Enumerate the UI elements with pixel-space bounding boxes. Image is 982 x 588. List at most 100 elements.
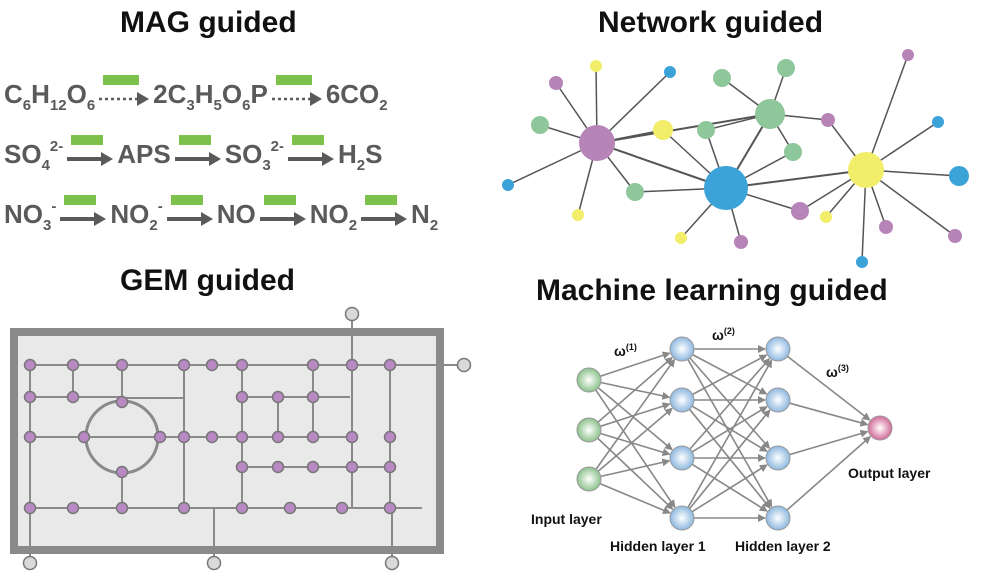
metabolite-node — [235, 460, 249, 474]
network-edge — [799, 169, 867, 212]
metabolite-node — [235, 390, 249, 404]
metabolite-node — [383, 460, 397, 474]
chemical-species: NO — [216, 198, 256, 229]
weight-connection — [599, 482, 671, 514]
network-edge — [596, 142, 636, 193]
network-node — [902, 49, 914, 61]
weight-connection — [691, 463, 768, 512]
weight-connection — [688, 408, 771, 509]
neuron — [765, 336, 791, 362]
network-edge — [596, 71, 671, 144]
exchange-node — [206, 555, 222, 571]
network-node — [856, 256, 868, 268]
weight-label: ω(1) — [614, 342, 637, 359]
metabolite-node — [345, 358, 359, 372]
reaction-arrow — [67, 135, 114, 167]
metabolic-cycle — [84, 399, 160, 475]
metabolite-node — [66, 358, 80, 372]
network-node — [626, 183, 644, 201]
metabolite-node — [177, 501, 191, 515]
weight-connection — [692, 353, 768, 395]
network-node — [590, 60, 602, 72]
chemical-species: C6H12O6 — [4, 78, 96, 114]
weight-connection — [595, 358, 676, 470]
metabolite-node — [345, 460, 359, 474]
weight-connection — [789, 429, 869, 456]
network-edge — [507, 142, 598, 186]
neuron — [669, 336, 695, 362]
network-hub-node — [704, 166, 748, 210]
network-node — [777, 59, 795, 77]
metabolite-node — [205, 358, 219, 372]
enzyme-bar — [64, 195, 97, 205]
metabolite-node — [115, 501, 129, 515]
mag-panel-title: MAG guided — [120, 6, 297, 39]
network-panel-title: Network guided — [598, 6, 824, 39]
enzyme-bar — [365, 195, 398, 205]
layer-label: Output layer — [848, 465, 931, 481]
chemical-species: H2S — [338, 138, 383, 174]
metabolite-node — [115, 465, 129, 479]
exchange-node — [384, 555, 400, 571]
network-hub-node — [755, 99, 785, 129]
network-node — [784, 143, 802, 161]
weight-connection — [691, 406, 768, 453]
network-edge — [725, 151, 794, 189]
neuron — [765, 387, 791, 413]
metabolite-node — [383, 430, 397, 444]
network-node — [791, 202, 809, 220]
network-edge — [827, 119, 867, 171]
metabolite-node — [115, 358, 129, 372]
weight-connection — [600, 432, 671, 457]
weight-connection — [687, 359, 773, 508]
weight-connection — [786, 435, 872, 511]
network-edge — [769, 67, 787, 115]
network-edge — [705, 113, 771, 131]
network-edge — [725, 113, 771, 189]
network-node — [549, 76, 563, 90]
network-edge — [865, 169, 887, 228]
enzyme-bar — [178, 135, 211, 145]
network-node — [821, 113, 835, 127]
metabolite-node — [306, 430, 320, 444]
network-edge — [865, 169, 960, 177]
weight-connection — [597, 356, 673, 423]
network-edge — [555, 82, 598, 144]
network-edge — [596, 129, 664, 144]
neuron — [576, 466, 602, 492]
weight-connection — [691, 464, 768, 513]
enzyme-bar — [71, 135, 104, 145]
network-edge — [725, 187, 742, 243]
metabolite-node — [205, 430, 219, 444]
chemical-species: NO3- — [4, 197, 57, 234]
chemical-species: NO2- — [110, 197, 163, 234]
network-edge — [725, 169, 867, 189]
neuron — [669, 505, 695, 531]
metabolite-node — [235, 358, 249, 372]
cell-boundary — [10, 328, 444, 554]
metabolite-node — [271, 430, 285, 444]
chemical-species: 2C3H5O6P — [153, 78, 268, 114]
weight-connection — [600, 402, 671, 428]
network-edge — [865, 54, 909, 171]
metabolite-node — [177, 358, 191, 372]
network-node — [932, 116, 944, 128]
metabolite-node — [283, 501, 297, 515]
enzyme-bar — [275, 75, 312, 85]
metabolite-node — [345, 430, 359, 444]
ml-panel-title: Machine learning guided — [536, 274, 888, 307]
enzyme-bar — [103, 75, 140, 85]
weight-connection — [595, 389, 676, 509]
chemical-species: APS — [117, 138, 171, 169]
weight-connection — [689, 357, 771, 449]
reaction-arrow — [288, 135, 334, 167]
exchange-node — [456, 357, 472, 373]
network-node — [820, 211, 832, 223]
metabolite-node — [115, 395, 129, 409]
network-node — [502, 179, 514, 191]
reaction-arrow — [174, 135, 221, 167]
metabolite-node — [306, 358, 320, 372]
weight-connection — [597, 387, 673, 451]
metabolite-node — [66, 390, 80, 404]
